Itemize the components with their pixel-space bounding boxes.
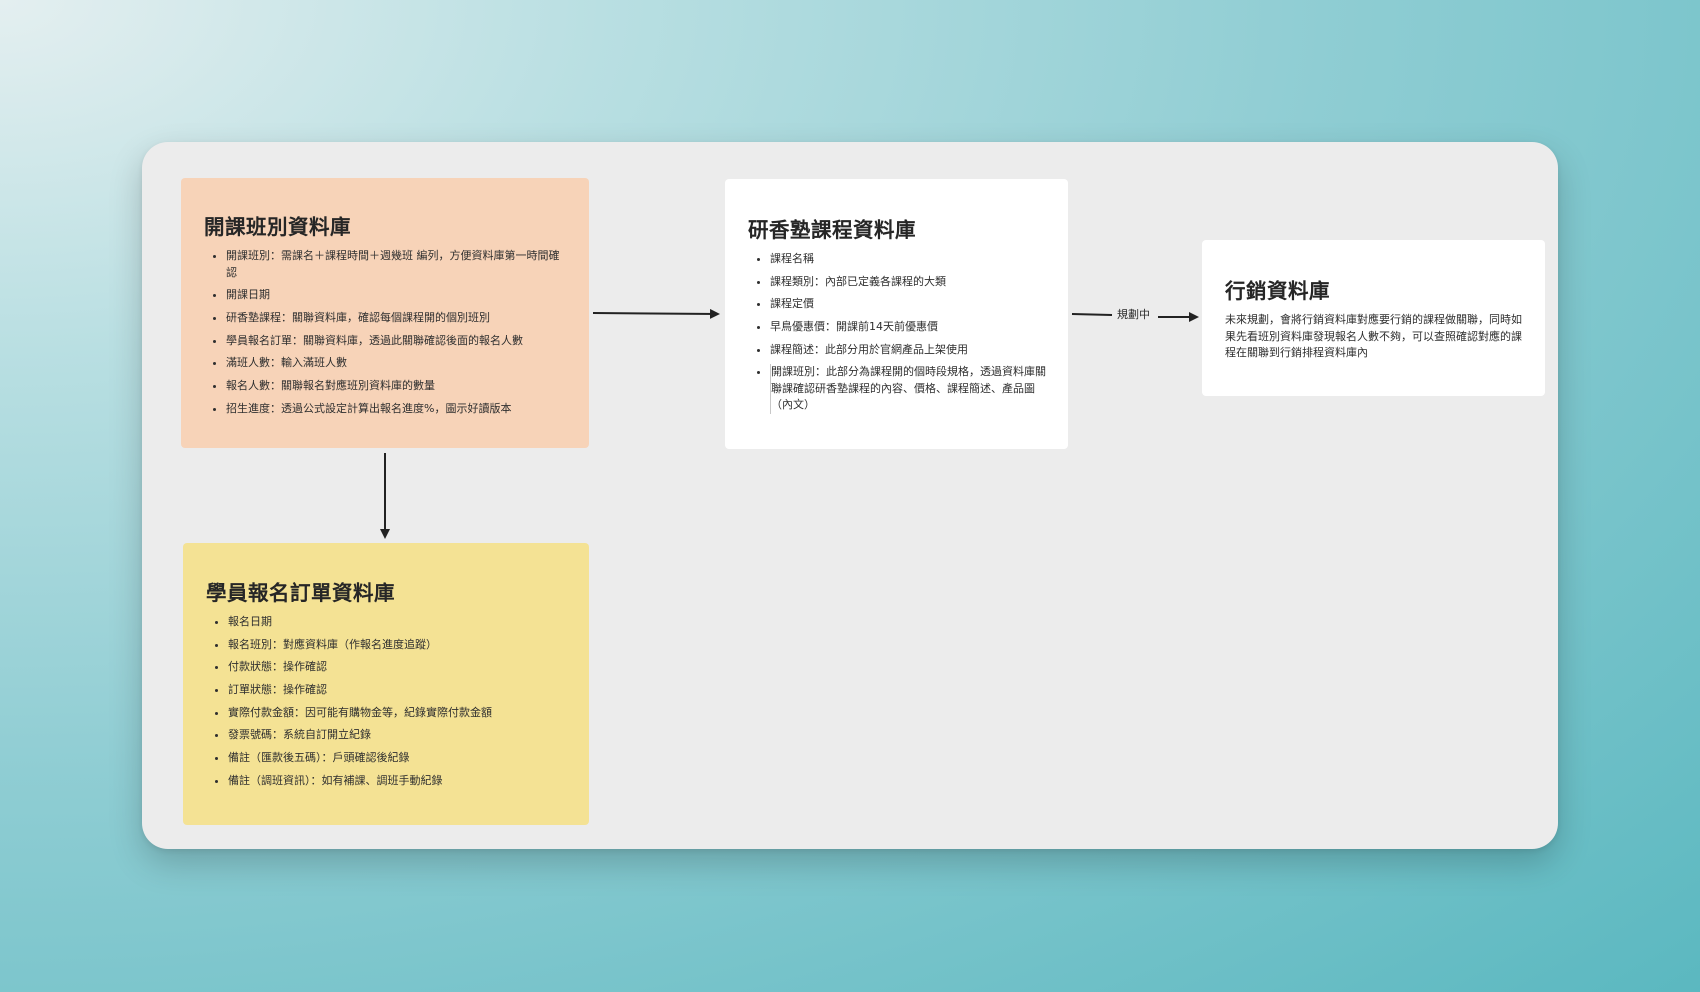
node-marketing-database[interactable]: 行銷資料庫 未來規劃，會將行銷資料庫對應要行銷的課程做關聯，同時如果先看班別資料…	[1202, 240, 1545, 396]
field-item: 課程類別：內部已定義各課程的大類	[770, 274, 1048, 291]
field-item: 備註（匯款後五碼）：戶頭確認後紀錄	[228, 750, 565, 767]
field-item: 報名日期	[228, 614, 565, 631]
node-description: 未來規劃，會將行銷資料庫對應要行銷的課程做關聯，同時如果先看班別資料庫發現報名人…	[1225, 313, 1522, 359]
node-title: 研香塾課程資料庫	[748, 218, 916, 242]
node-title: 學員報名訂單資料庫	[206, 581, 395, 605]
field-item: 開課班別：需課名＋課程時間＋週幾班 編列，方便資料庫第一時間確認	[226, 248, 565, 281]
field-item: 學員報名訂單：關聯資料庫，透過此關聯確認後面的報名人數	[226, 333, 565, 350]
node-course-database[interactable]: 研香塾課程資料庫 課程名稱課程類別：內部已定義各課程的大類課程定價早鳥優惠價：開…	[725, 179, 1068, 449]
field-item: 課程名稱	[770, 251, 1048, 268]
field-item: 課程簡述：此部分用於官網產品上架使用	[770, 342, 1048, 359]
field-item: 實際付款金額：因可能有購物金等，紀錄實際付款金額	[228, 705, 565, 722]
node-field-list: 課程名稱課程類別：內部已定義各課程的大類課程定價早鳥優惠價：開課前14天前優惠價…	[748, 251, 1048, 414]
node-title: 開課班別資料庫	[204, 215, 351, 239]
node-field-list: 開課班別：需課名＋課程時間＋週幾班 編列，方便資料庫第一時間確認開課日期研香塾課…	[204, 248, 565, 417]
node-enrollment-database[interactable]: 學員報名訂單資料庫 報名日期報名班別：對應資料庫（作報名進度追蹤） 付款狀態：操作…	[183, 543, 589, 825]
field-item: 滿班人數：輸入滿班人數	[226, 355, 565, 372]
field-item: 開課日期	[226, 287, 565, 304]
field-item: 備註（調班資訊）：如有補課、調班手動紀錄	[228, 773, 565, 790]
field-item: 研香塾課程：關聯資料庫，確認每個課程開的個別班別	[226, 310, 565, 327]
field-item: 報名班別：對應資料庫（作報名進度追蹤）	[228, 637, 565, 654]
edge-label-planning: 規劃中	[1114, 306, 1153, 324]
field-item: 發票號碼：系統自訂開立紀錄	[228, 727, 565, 744]
field-item: 早鳥優惠價：開課前14天前優惠價	[770, 319, 1048, 336]
field-item: 開課班別：此部分為課程開的個時段規格，透過資料庫關聯課確認研香塾課程的內容、價格…	[770, 364, 1048, 414]
node-field-list: 報名日期報名班別：對應資料庫（作報名進度追蹤） 付款狀態：操作確認訂單狀態：操作確…	[206, 614, 565, 789]
field-item: 訂單狀態：操作確認	[228, 682, 565, 699]
node-title: 行銷資料庫	[1225, 279, 1330, 303]
field-item: 招生進度：透過公式設定計算出報名進度%，圖示好讀版本	[226, 401, 565, 418]
node-class-database[interactable]: 開課班別資料庫 開課班別：需課名＋課程時間＋週幾班 編列，方便資料庫第一時間確認…	[181, 178, 589, 448]
field-item: 課程定價	[770, 296, 1048, 313]
field-item: 報名人數：關聯報名對應班別資料庫的數量	[226, 378, 565, 395]
field-item: 付款狀態：操作確認	[228, 659, 565, 676]
